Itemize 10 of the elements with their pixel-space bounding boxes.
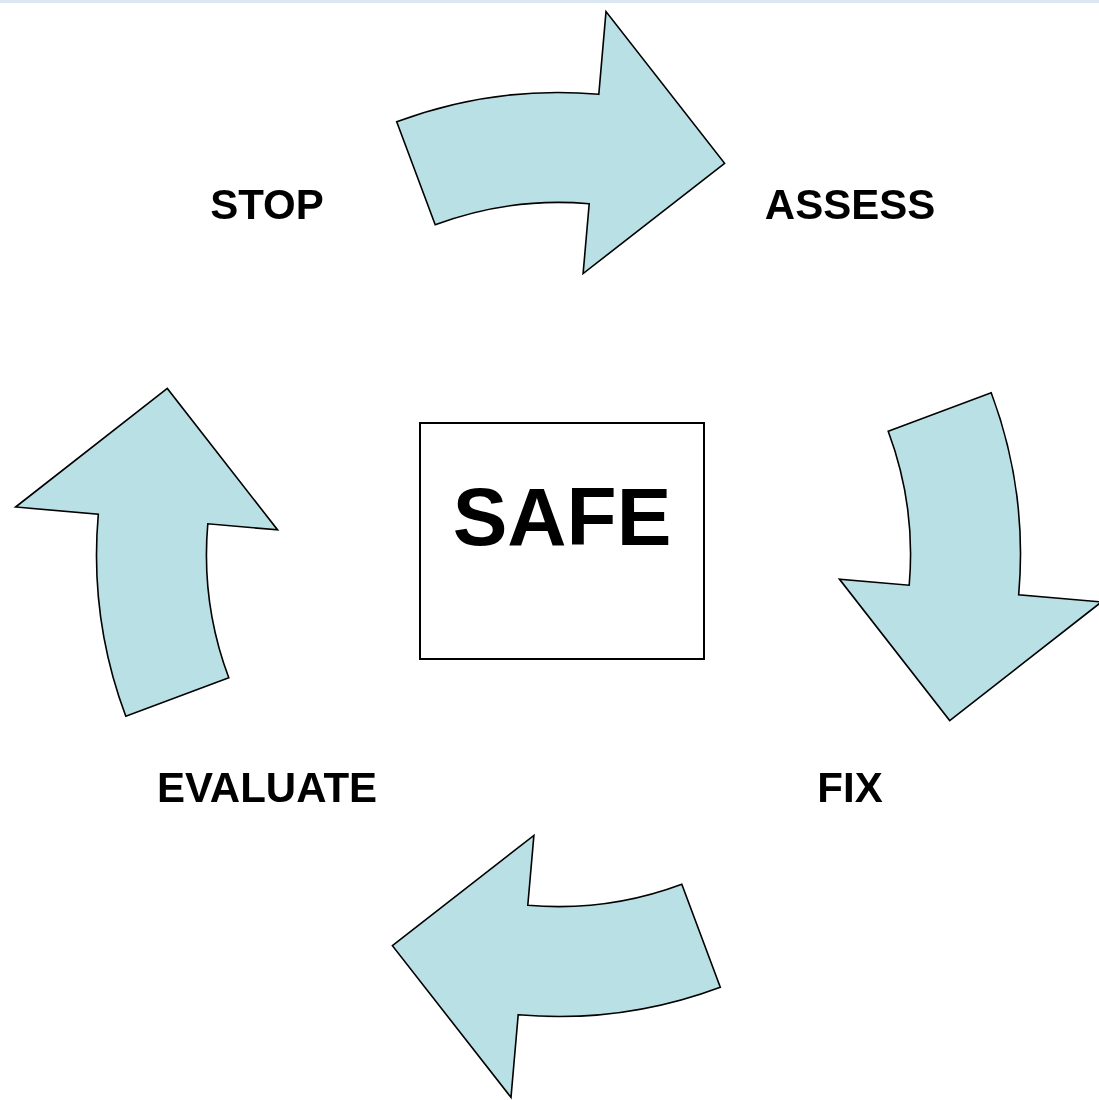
curved-arrow <box>838 391 1099 722</box>
curved-arrow <box>391 834 722 1099</box>
step-label: ASSESS <box>764 181 936 229</box>
step-label: STOP <box>210 181 324 229</box>
curved-arrow <box>14 387 279 718</box>
step-label: EVALUATE <box>156 764 378 812</box>
step-label: FIX <box>817 764 883 812</box>
center-title: SAFE <box>452 476 672 558</box>
curved-arrow <box>395 10 726 275</box>
center-box <box>419 422 705 660</box>
